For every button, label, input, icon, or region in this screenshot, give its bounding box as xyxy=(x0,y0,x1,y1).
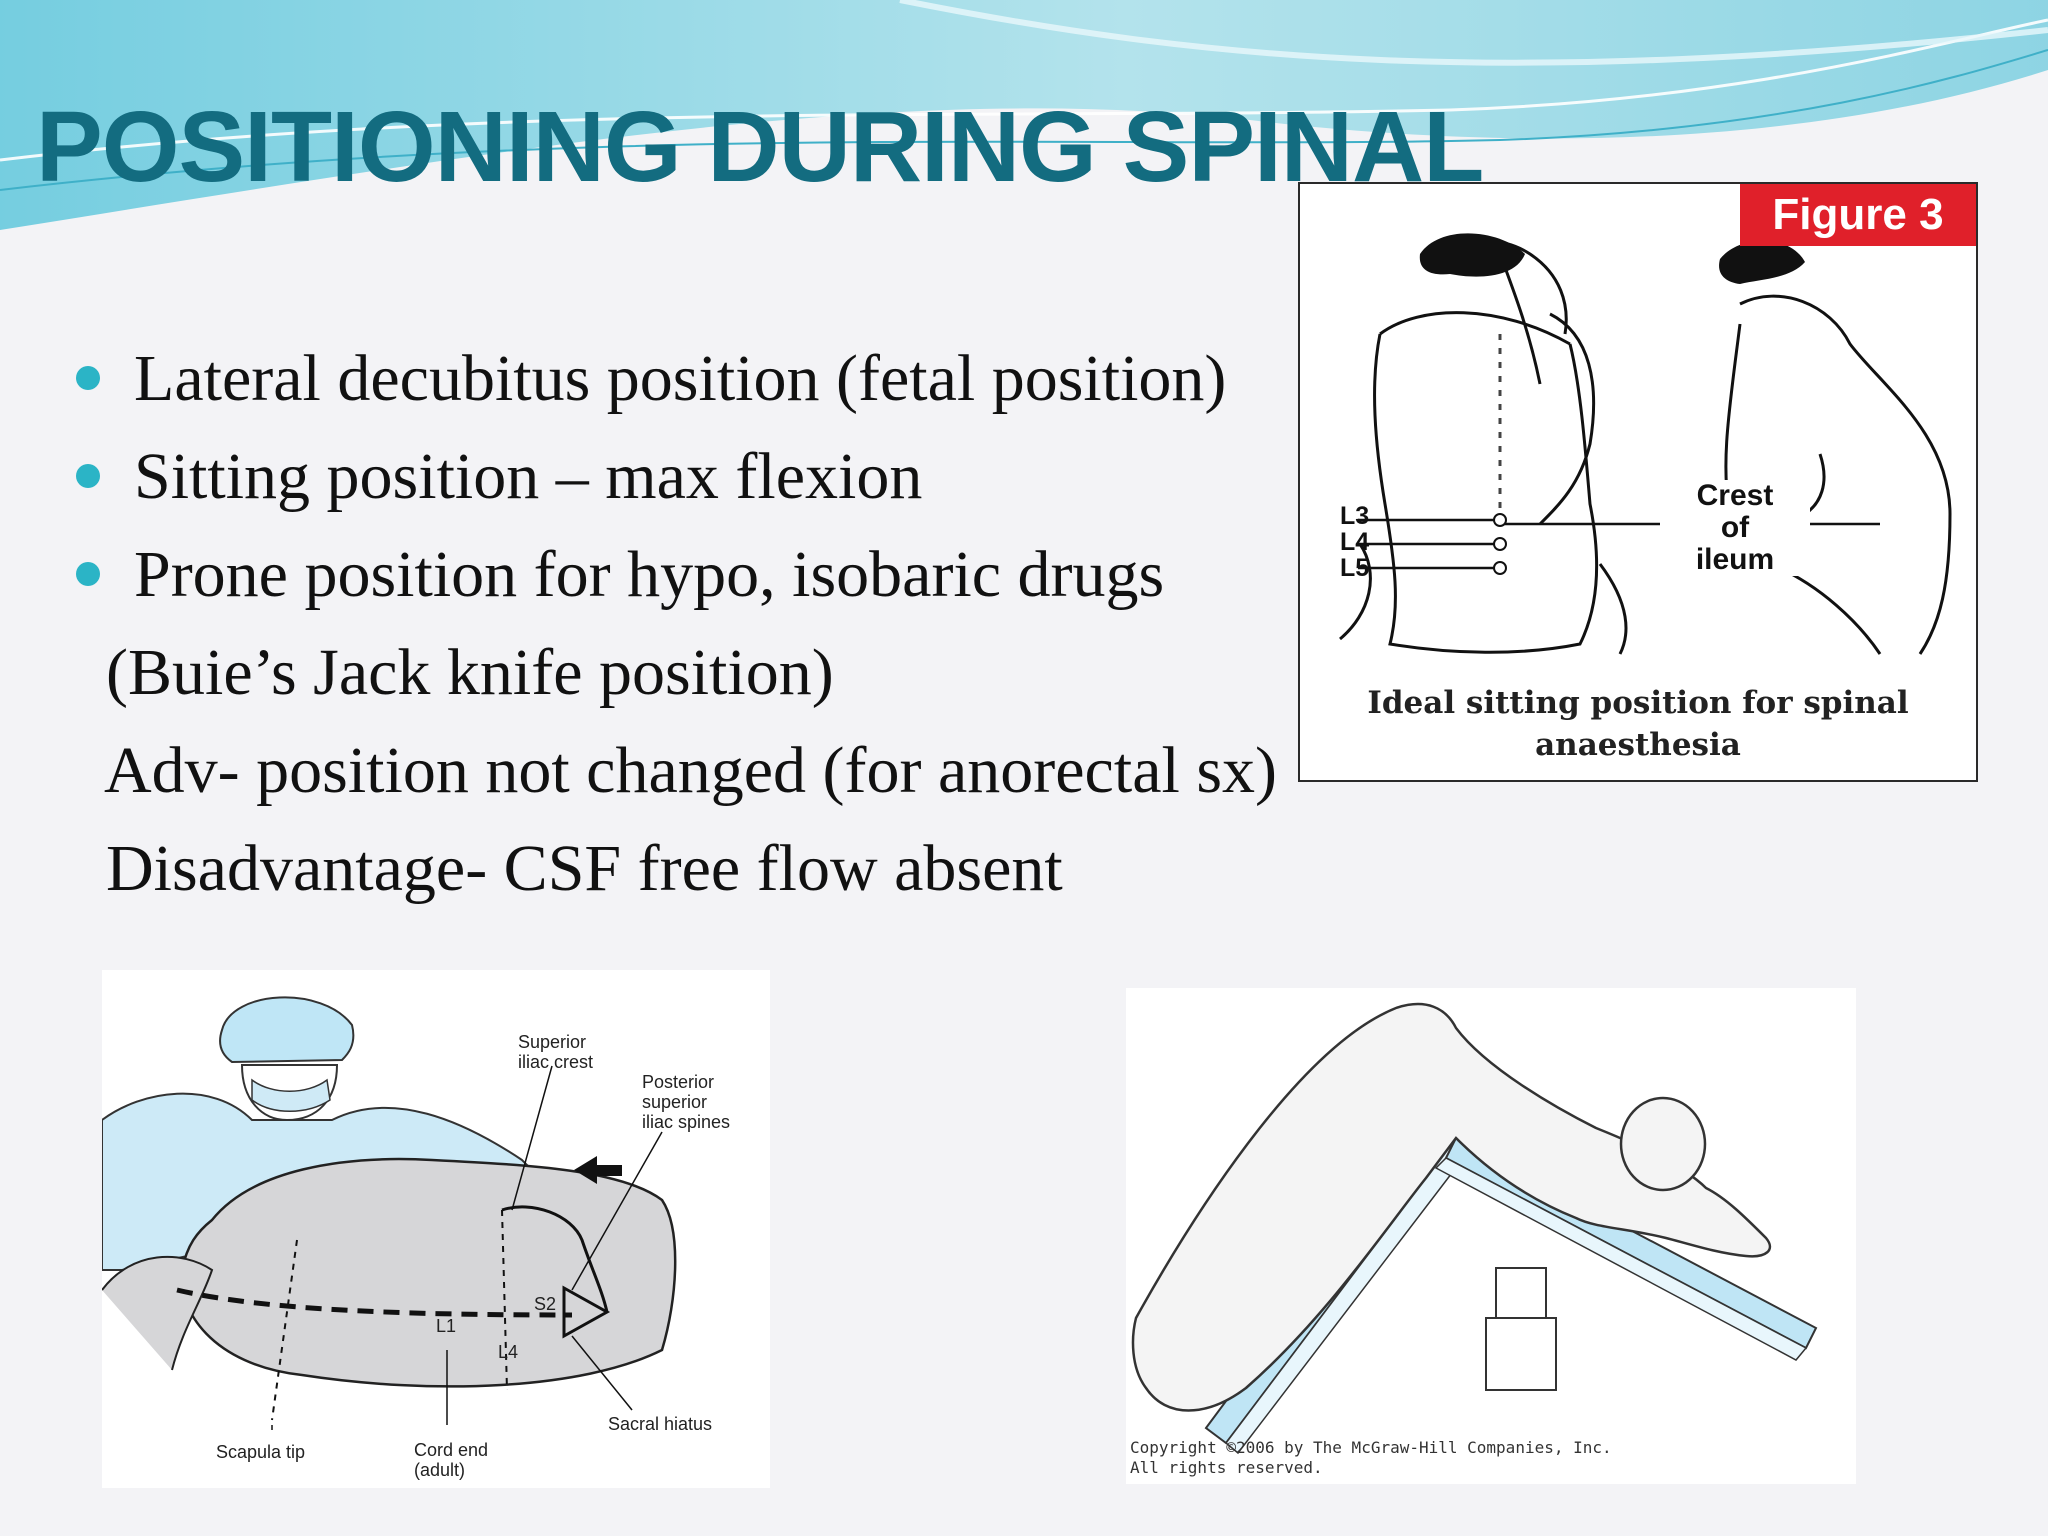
bullet-dot-icon xyxy=(76,366,100,390)
bullet-list: Lateral decubitus position (fetal positi… xyxy=(76,330,1226,624)
lateral-decubitus-illustration xyxy=(102,996,677,1430)
slide-title: POSITIONING DURING SPINAL xyxy=(36,91,1484,203)
label-sacral-hiatus: Sacral hiatus xyxy=(608,1414,713,1434)
figure-3-sitting-position: Figure 3 L3 L4 L5 Crest of ileum Ideal s… xyxy=(1298,182,1978,782)
copyright-notice: Copyright ©2006 by The McGraw-Hill Compa… xyxy=(1130,1438,1612,1477)
bullet-item: Lateral decubitus position (fetal positi… xyxy=(76,330,1226,428)
bullet-item: Sitting position – max flexion xyxy=(76,428,1226,526)
sub-line-advantage: Adv- position not changed (for anorectal… xyxy=(104,734,1277,807)
jackknife-position-figure: Copyright ©2006 by The McGraw-Hill Compa… xyxy=(1126,988,1856,1484)
jackknife-illustration xyxy=(1131,1002,1818,1455)
vertebra-label-l3: L3 xyxy=(1340,502,1370,530)
bullet-text: Lateral decubitus position (fetal positi… xyxy=(134,342,1227,415)
bullet-text: Sitting position – max flexion xyxy=(134,440,923,513)
figure-3-badge: Figure 3 xyxy=(1740,184,1976,246)
sub-line-jackknife: (Buie’s Jack knife position) xyxy=(106,636,834,709)
label-posterior-superior-iliac-spines: Posterior superior iliac spines xyxy=(642,1072,731,1132)
label-l1: L1 xyxy=(436,1316,457,1336)
label-cord-end: Cord end (adult) xyxy=(414,1440,489,1480)
bullet-text: Prone position for hypo, isobaric drugs xyxy=(134,538,1165,611)
lateral-decubitus-figure: Superior iliac crest Posterior superior … xyxy=(102,970,770,1488)
label-l4: L4 xyxy=(498,1342,519,1362)
label-s2: S2 xyxy=(534,1294,557,1314)
vertebra-label-l4: L4 xyxy=(1340,528,1370,556)
label-superior-iliac-crest: Superior iliac crest xyxy=(518,1032,594,1072)
crest-of-ileum-label: Crest of ileum xyxy=(1660,480,1810,576)
label-scapula-tip: Scapula tip xyxy=(216,1442,306,1462)
bullet-dot-icon xyxy=(76,562,100,586)
sub-line-disadvantage: Disadvantage- CSF free flow absent xyxy=(106,832,1063,905)
figure-3-caption: Ideal sitting position for spinal anaest… xyxy=(1367,685,1909,763)
bullet-dot-icon xyxy=(76,464,100,488)
vertebra-label-l5: L5 xyxy=(1340,554,1370,582)
bullet-item: Prone position for hypo, isobaric drugs xyxy=(76,526,1226,624)
